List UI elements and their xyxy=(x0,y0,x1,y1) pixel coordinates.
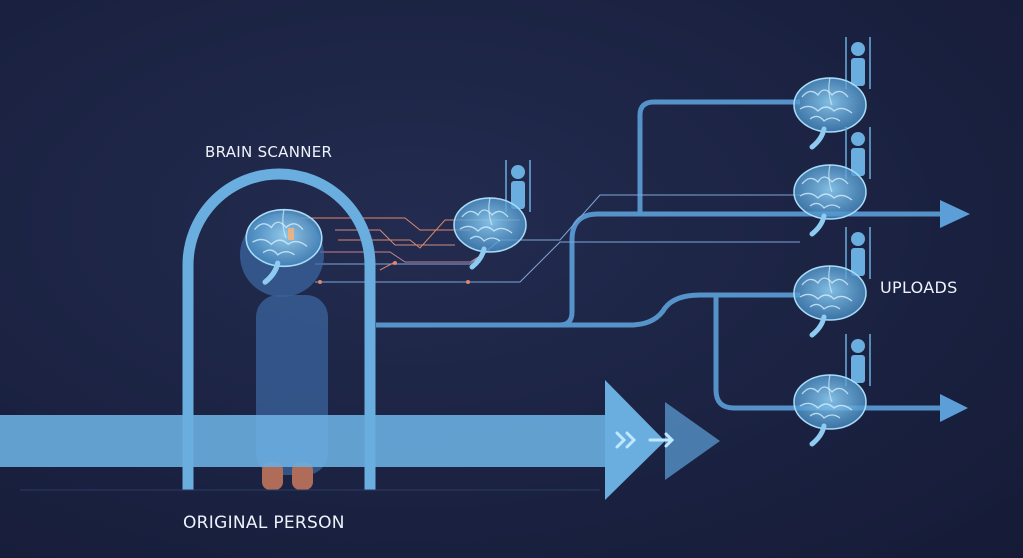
upload-copy-4 xyxy=(794,333,871,444)
flow-line-top xyxy=(637,99,800,214)
chevron-icon xyxy=(615,431,675,449)
intermediate-brain xyxy=(454,198,526,267)
upload-brain xyxy=(794,266,866,335)
upload-copy-3 xyxy=(794,226,871,335)
arrowhead-lower xyxy=(940,394,968,422)
upload-person-icon xyxy=(845,36,871,90)
flow-line-bottom xyxy=(713,295,945,411)
leg-left xyxy=(262,462,283,490)
flow-lines xyxy=(376,99,945,411)
upload-copy-2 xyxy=(794,126,871,234)
brain-scanner-label: BRAIN SCANNER xyxy=(205,143,333,161)
leg-right xyxy=(292,462,313,490)
scanner-arch xyxy=(182,168,376,490)
uploads-label: UPLOADS xyxy=(880,278,958,297)
upload-person-icon xyxy=(845,333,871,387)
flow-line-mid xyxy=(560,292,800,328)
upload-brain xyxy=(794,375,866,444)
upload-brain xyxy=(794,165,866,234)
upload-copy-1 xyxy=(794,36,871,147)
main-arrow-shaft xyxy=(0,415,612,467)
secondary-arrow-head xyxy=(665,402,720,480)
original-person-label: ORIGINAL PERSON xyxy=(183,513,345,533)
arrowhead-upper xyxy=(940,200,970,228)
